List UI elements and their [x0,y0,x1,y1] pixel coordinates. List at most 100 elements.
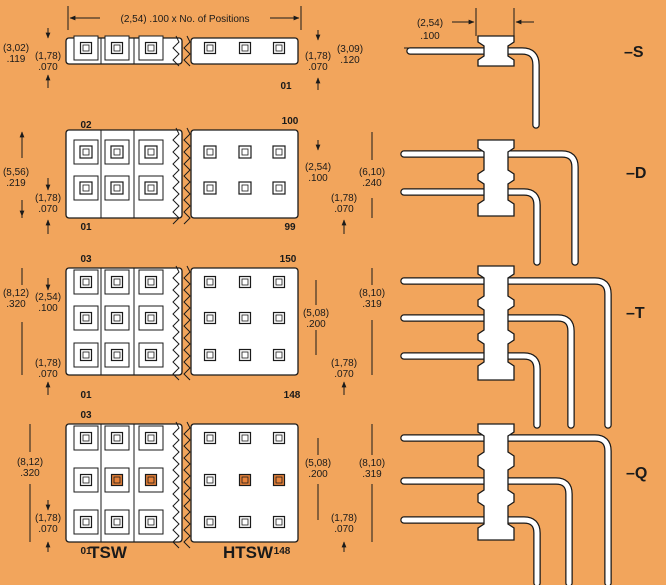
pin-square [203,431,217,445]
dim-d-left-inner-mm: (1,78) [35,193,61,204]
pin-core [206,476,214,484]
dim-t-mid-in: .200 [306,319,326,330]
pin-label-top-left: 03 [80,254,92,265]
pin-square [272,275,286,289]
pin-square [144,145,158,159]
pin-square [238,431,252,445]
pin-square [238,145,252,159]
pin-cavity [73,269,99,295]
header-body-right [190,129,299,219]
dims-d: (5,56).219(1,78).070(2,54).100(1,78).070… [3,131,385,234]
pin-core [275,184,283,192]
pin-core [82,44,90,52]
dim-q-right-outer-in: .319 [362,469,382,480]
side-view-s: –S [404,35,644,129]
dim-t-left-inner-mm: (1,78) [35,358,61,369]
break-line [183,265,191,381]
header-plan-q [65,421,299,549]
dim-t-right-inner-mm: (1,78) [331,358,357,369]
dim-q-mid-mm: (5,08) [305,458,331,469]
side-pitch-mm: (2,54) [417,18,443,29]
variant-label-s: –S [624,44,644,61]
break-line [183,35,191,67]
pin-core [206,278,214,286]
pin-core [206,44,214,52]
pin-core [113,184,121,192]
pin-label-bottom-right: 01 [280,81,292,92]
pin-core [147,314,155,322]
pin-core [275,314,283,322]
pin-core [147,148,155,156]
pin-square [110,473,124,487]
pin-square [110,181,124,195]
pin-square [110,311,124,325]
header-plan-d [65,127,299,225]
pin-label-bottom-right: 99 [284,222,296,233]
pin-square [238,473,252,487]
dim-d-left-outer-mm: (5,56) [3,167,29,178]
pin-core [147,184,155,192]
pin-square [110,145,124,159]
pin-core [113,518,121,526]
pin-square [272,515,286,529]
pin-core [241,518,249,526]
pin-core [147,278,155,286]
dim-d-right-inner-mm: (1,78) [331,193,357,204]
dim-d-pitch-mm: (2,54) [305,162,331,173]
pin-core [113,476,121,484]
pin-core [241,351,249,359]
dim-d-pitch-in: .100 [308,173,328,184]
pin-square [203,311,217,325]
pin-square [203,515,217,529]
pin-core [113,148,121,156]
pin-square [203,181,217,195]
pin-label-bottom-right: 148 [284,390,301,401]
pin-label-top-left: 03 [80,410,92,421]
dim-t-mid-mm: (5,08) [303,308,329,319]
dim-t-left-outer-mm: (8,12) [3,288,29,299]
dim-s-left-inner-mm: (1,78) [35,51,61,62]
pin-core [113,278,121,286]
pin-label-top-right: 150 [280,254,297,265]
dims-q: (8,12).320(1,78).070(5,08).200(1,78).070… [17,424,385,552]
pin-square [144,41,158,55]
pin-core [82,434,90,442]
pin-square [238,41,252,55]
pin-cavity [73,175,99,201]
break-line [172,265,180,381]
side-view-d: –D [400,139,646,266]
pin-square [79,431,93,445]
pin-core [275,278,283,286]
dim-t-right-outer-mm: (8,10) [359,288,385,299]
break-line [172,127,180,225]
pin-core [113,434,121,442]
pin-core [147,351,155,359]
break-line [172,35,180,67]
side-pitch-dimension: (2,54) .100 [417,8,534,42]
pin-core [241,476,249,484]
pin-label-top-right: 100 [282,116,299,127]
pin-square [110,348,124,362]
dim-s-right-outer-in: .120 [340,55,360,66]
dim-d-right-inner-in: .070 [334,204,354,215]
pin-square [144,311,158,325]
pin-core [275,434,283,442]
pin-square [272,145,286,159]
pin-square [110,41,124,55]
side-view-q: –Q [400,423,647,585]
pin-core [241,314,249,322]
pin-core [82,351,90,359]
pin-core [82,148,90,156]
dim-t-right-inner-in: .070 [334,369,354,380]
pin-core [275,44,283,52]
dim-q-right-inner-mm: (1,78) [331,513,357,524]
dim-s-right-inner-mm: (1,78) [305,51,331,62]
pin-square [79,275,93,289]
pin-square [203,473,217,487]
dim-t-left-outer-in: .320 [6,299,26,310]
side-pitch-in: .100 [420,31,440,42]
dim-s-right-outer-mm: (3,09) [337,44,363,55]
dims-s: (3,02).119(1,78).070(1,78).070(3,09).120 [3,28,363,90]
